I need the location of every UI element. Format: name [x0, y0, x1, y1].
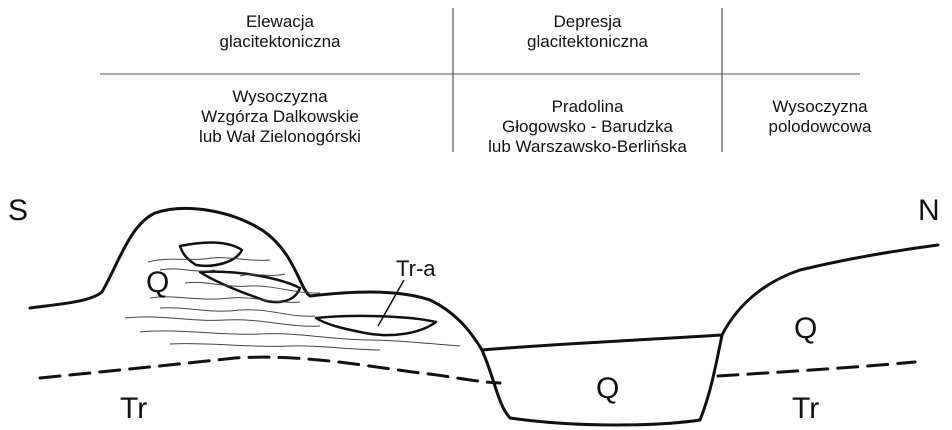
quaternary-tertiary-boundary-right: [718, 362, 915, 376]
deformation-line: [148, 258, 270, 262]
compass-south: S: [8, 196, 28, 226]
deformation-line: [170, 344, 380, 350]
header-upland-hills: Wysoczyzna Wzgórza Dalkowskie lub Wał Zi…: [110, 87, 450, 147]
deformation-line: [125, 317, 320, 326]
tr-a-pointer-line: [378, 280, 404, 326]
tertiary-raft-2: [200, 272, 300, 302]
quaternary-tertiary-boundary-left: [40, 357, 500, 383]
tertiary-raft-3: [316, 316, 436, 335]
deformation-line: [150, 297, 300, 302]
header-depression: Depresja glacitektoniczna: [455, 12, 720, 52]
tertiary-raft-1: [180, 243, 242, 266]
label-q-hill: Q: [146, 268, 169, 298]
label-tr-right: Tr: [792, 394, 819, 424]
label-q-upland: Q: [794, 314, 817, 344]
label-q-valley: Q: [596, 374, 619, 404]
label-tr-left: Tr: [120, 394, 147, 424]
header-upland-postglacial: Wysoczyzna polodowcowa: [720, 97, 920, 137]
label-tr-a: Tr-a: [396, 258, 436, 280]
deformation-line: [160, 308, 315, 317]
compass-north: N: [918, 196, 940, 226]
header-pradolina: Pradolina Głogowsko - Barudzka lub Warsz…: [455, 97, 720, 157]
header-elevation: Elewacja glacitektoniczna: [110, 12, 450, 52]
